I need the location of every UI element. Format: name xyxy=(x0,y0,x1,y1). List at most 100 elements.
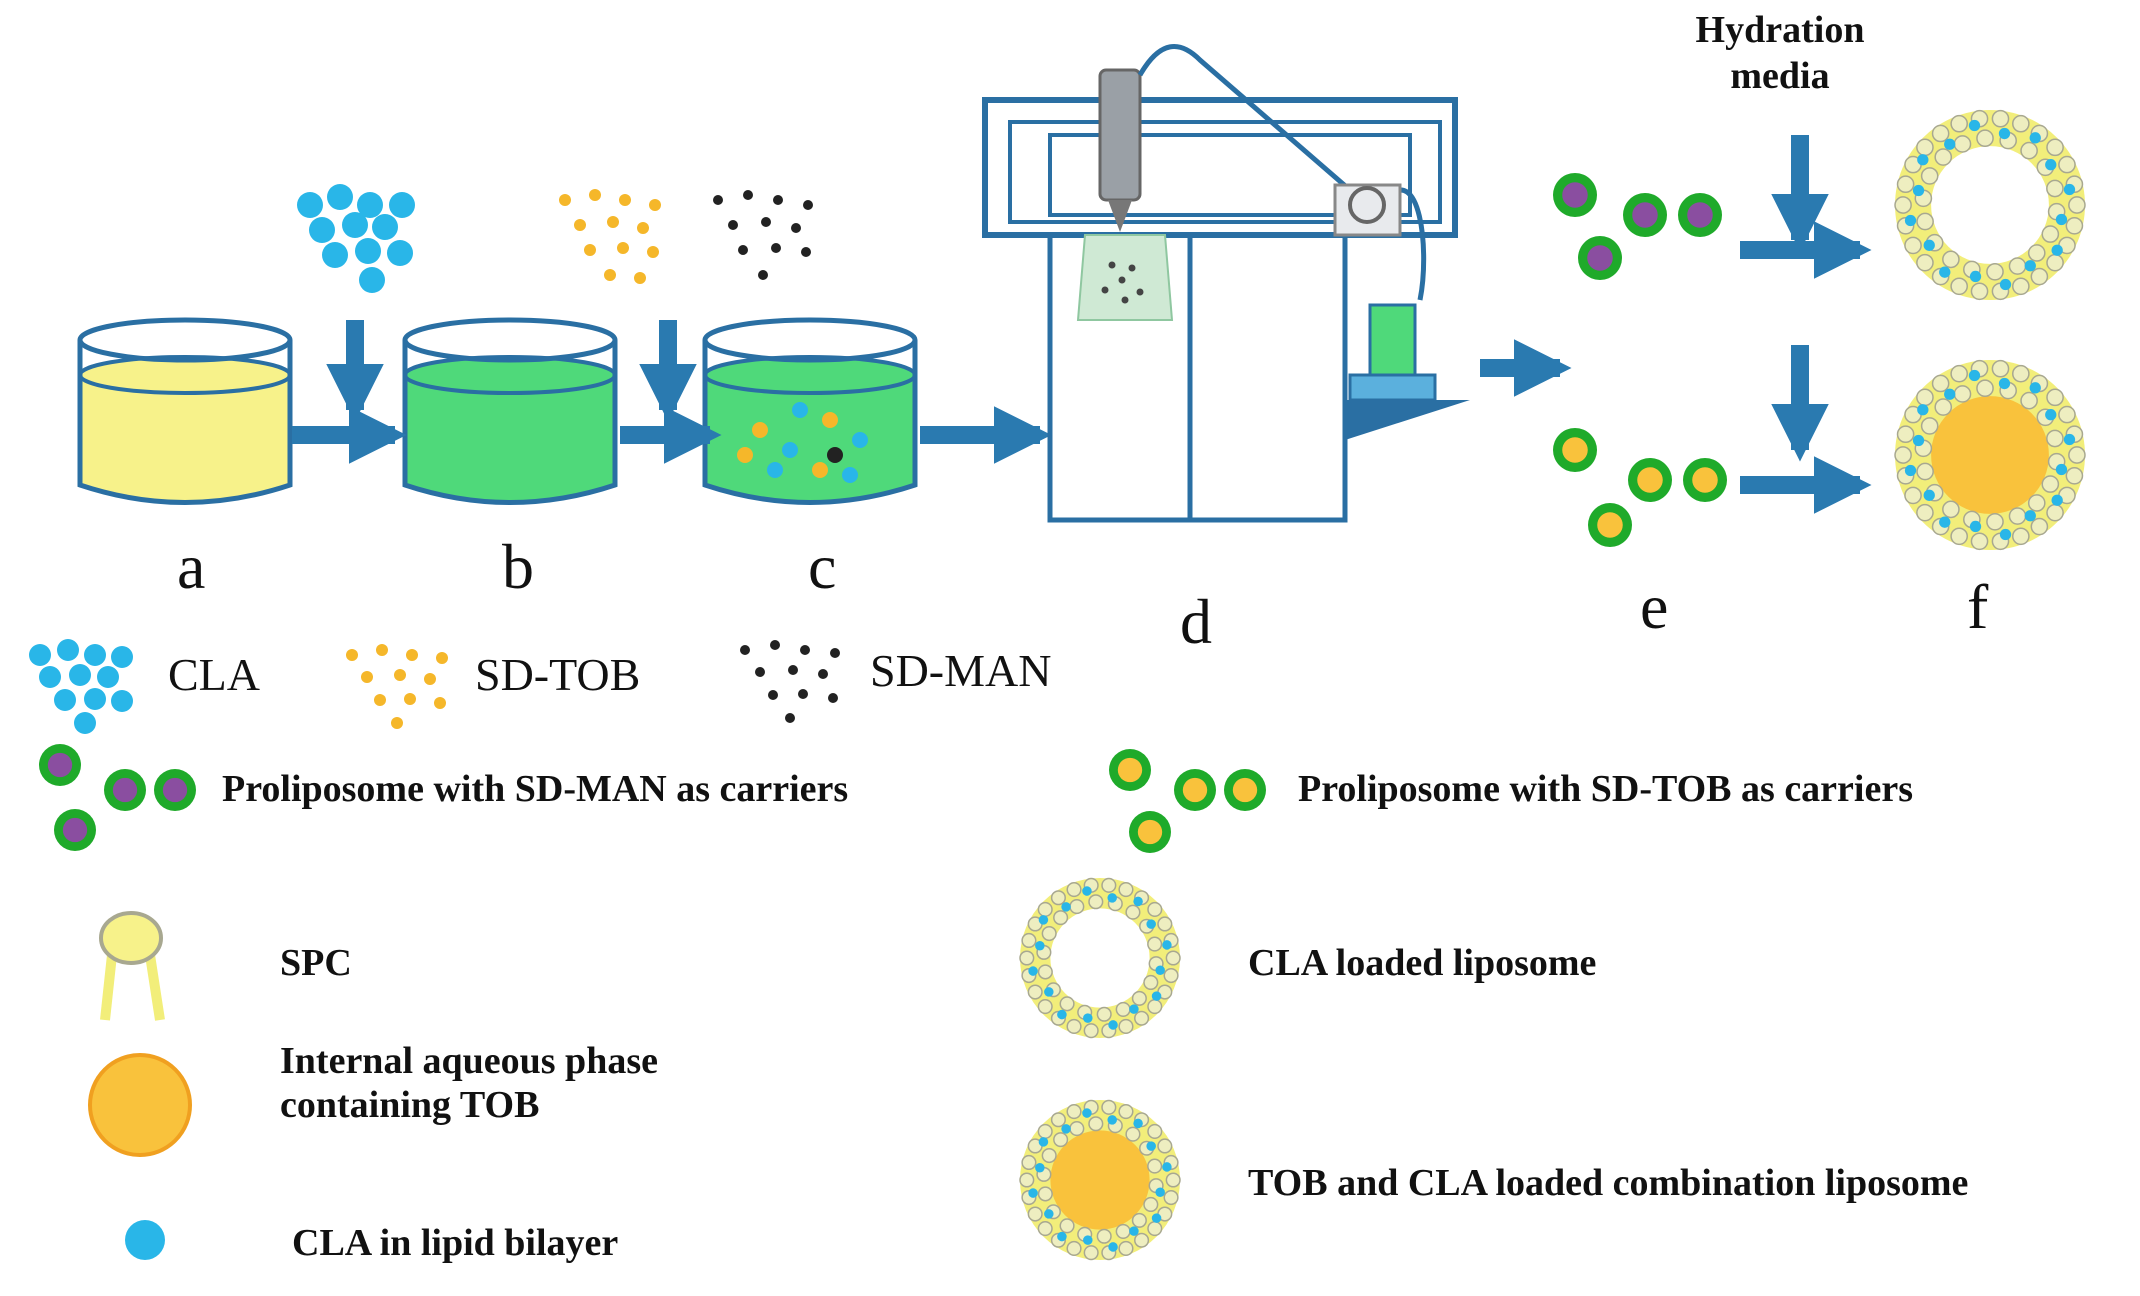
legend-internal-phase-label: Internal aqueous phase containing TOB xyxy=(280,1040,658,1126)
legend-cla-icon-dot xyxy=(84,688,106,710)
legend-combo-liposome-icon-cla-dot xyxy=(1028,1188,1038,1198)
liposome-f-top-lipid-head xyxy=(2041,225,2060,243)
spray-droplet xyxy=(1136,288,1144,296)
legend-combo-liposome-icon-lipid-head xyxy=(1027,1206,1043,1222)
proliposome-tob-e-core xyxy=(1692,467,1718,493)
cla-cluster-top-dot xyxy=(387,240,413,266)
sd-tob-cluster-top-dot xyxy=(604,269,616,281)
legend-cla-icon-dot xyxy=(84,644,106,666)
legend-cla-liposome-icon-cla-dot xyxy=(1082,886,1092,896)
sd-tob-cluster-top-dot xyxy=(647,246,659,258)
spc-tail-right xyxy=(145,954,165,1021)
legend-internal-phase-icon xyxy=(88,1053,192,1157)
legend-cla-liposome-icon-aqueous-core xyxy=(1050,908,1150,1008)
beaker-b-rim xyxy=(402,317,618,363)
legend-cla-icon-dot xyxy=(29,644,51,666)
proliposome-tob-e-core xyxy=(1637,467,1663,493)
liposome-f-top-lipid-head xyxy=(2011,277,2030,296)
legend-combo-liposome-icon-lipid-head xyxy=(1165,1172,1181,1188)
legend-sd-tob-icon-dot xyxy=(376,644,388,656)
liposome-f-top-lipid-head xyxy=(1920,167,1939,185)
legend-combo-liposome-icon-lipid-head xyxy=(1037,1220,1053,1237)
arrows-group xyxy=(292,135,1872,514)
legend-combo-liposome-icon-cla-dot xyxy=(1107,1115,1117,1125)
liposome-f-top-lipid-head xyxy=(1916,138,1934,157)
legend-combo-liposome-icon-lipid-head xyxy=(1019,1172,1035,1188)
legend-proliposome-man-icon-core xyxy=(62,817,88,843)
liposome-f-bottom-cla-dot xyxy=(1912,434,1925,447)
liposome-f-top-cla-dot xyxy=(2045,159,2057,171)
proliposome-tob-e-core xyxy=(1597,512,1623,538)
legend-cla-liposome-icon-lipid-head xyxy=(1066,1018,1082,1034)
legend-cla-liposome-icon-cla-dot xyxy=(1057,1009,1067,1020)
liposome-f-bottom-lipid-head xyxy=(2065,466,2084,485)
beaker-b-wall xyxy=(402,340,618,505)
sd-man-cluster-top-dot xyxy=(713,195,723,205)
liposome-f-bottom-lipid-head xyxy=(1934,398,1953,416)
legend-combo-liposome-icon-cla-dot xyxy=(1083,1235,1093,1245)
spc-head xyxy=(99,911,163,965)
legend-cla-liposome-icon-lipid-head xyxy=(1088,894,1104,910)
legend-cla-liposome-icon-lipid-head xyxy=(1118,1018,1134,1034)
spc-tail-left xyxy=(100,954,117,1021)
legend-sd-man-icon-dot xyxy=(785,713,795,723)
liposome-f-top-lipid-head xyxy=(1934,148,1953,166)
liposome-f-top-cla-dot xyxy=(1944,138,1956,150)
legend-sd-tob-icon-dot xyxy=(374,694,386,706)
sd-tob-cluster-top-dot xyxy=(619,194,631,206)
legend-sd-man-icon-dot xyxy=(755,667,765,677)
legend-combo-liposome-icon-lipid-head xyxy=(1101,1099,1117,1115)
legend-cla-liposome-icon-lipid-head xyxy=(1143,974,1159,991)
legend-combo-liposome-label: TOB and CLA loaded combination liposome xyxy=(1248,1162,1969,1204)
legend-combo-liposome-icon-cla-dot xyxy=(1038,1137,1049,1147)
liposome-f-top-lipid-head xyxy=(2020,141,2038,160)
liposome-f-top-cla-dot xyxy=(2051,244,2063,256)
legend-proliposome-man-icon xyxy=(54,809,96,851)
legend-sd-tob-icon-dot xyxy=(424,673,436,685)
legend-proliposome-tob-label: Proliposome with SD-TOB as carriers xyxy=(1298,768,1913,810)
legend-cla-liposome-label: CLA loaded liposome xyxy=(1248,942,1597,984)
legend-sd-man-icon-dot xyxy=(800,645,810,655)
liposome-f-bottom-lipid-head xyxy=(1970,532,1989,551)
legend-combo-liposome-icon-lipid-head xyxy=(1125,1126,1141,1142)
beaker-c-particle xyxy=(767,462,783,478)
legend-combo-liposome-icon xyxy=(1019,1099,1181,1261)
sd-man-cluster-top-dot xyxy=(771,243,781,253)
liposome-f-top-lipid-head xyxy=(1904,236,1922,255)
liposome-f-bottom-lipid-head xyxy=(2008,507,2027,525)
liposome-f-top-lipid-head xyxy=(1894,196,1912,214)
liposome-f-bottom-cla-dot xyxy=(1904,464,1917,477)
liposome-f-bottom-cla-dot xyxy=(1944,388,1956,400)
legend-cla-bilayer-label: CLA in lipid bilayer xyxy=(292,1222,619,1264)
cla-cluster-top-dot xyxy=(355,238,381,264)
liposome-f-top-cla-dot xyxy=(1999,278,2012,291)
legend-combo-liposome-icon-cla-dot xyxy=(1035,1163,1045,1173)
liposome-f-top-lipid-head xyxy=(1896,175,1915,194)
liposome-f-bottom-lipid-head xyxy=(2068,446,2086,464)
liposome-f-top-lipid-head xyxy=(2046,253,2064,272)
cla-cluster-top-dot xyxy=(359,267,385,293)
legend-cla-liposome-icon-cla-dot xyxy=(1129,1004,1139,1014)
legend-cla-icon-dot xyxy=(111,690,133,712)
liposome-f-top-lipid-head xyxy=(2027,244,2046,262)
legend-cla-liposome-icon-lipid-head xyxy=(1147,936,1163,952)
liposome-f-bottom-lipid-head xyxy=(1991,359,2010,378)
proliposome-man-e-core xyxy=(1687,202,1713,228)
liposome-f-bottom-lipid-head xyxy=(1931,374,1950,393)
proliposome-tob-e-core xyxy=(1562,437,1588,463)
liposome-f-top-cla-dot xyxy=(2063,183,2076,196)
sd-man-cluster-top-dot xyxy=(728,220,738,230)
legend-cla-liposome-icon-lipid-head xyxy=(1037,964,1053,980)
legend-combo-liposome-icon-cla-dot xyxy=(1061,1124,1071,1134)
legend-cla-liposome-icon-cla-dot xyxy=(1155,965,1165,975)
liposome-f-bottom-lipid-head xyxy=(2046,503,2064,522)
legend-cla-icon-dot xyxy=(57,639,79,661)
sd-man-cluster-top-dot xyxy=(738,245,748,255)
liposome-f-top-cla-dot xyxy=(1998,127,2011,140)
legend-combo-liposome-icon-lipid-head xyxy=(1147,1220,1163,1237)
cla-cluster-top-dot xyxy=(389,192,415,218)
liposome-f-top-aqueous-core xyxy=(1931,146,2049,264)
liposome-f-top-lipid-head xyxy=(1953,135,1972,153)
legend-cla-liposome-icon-lipid-head xyxy=(1019,950,1035,966)
